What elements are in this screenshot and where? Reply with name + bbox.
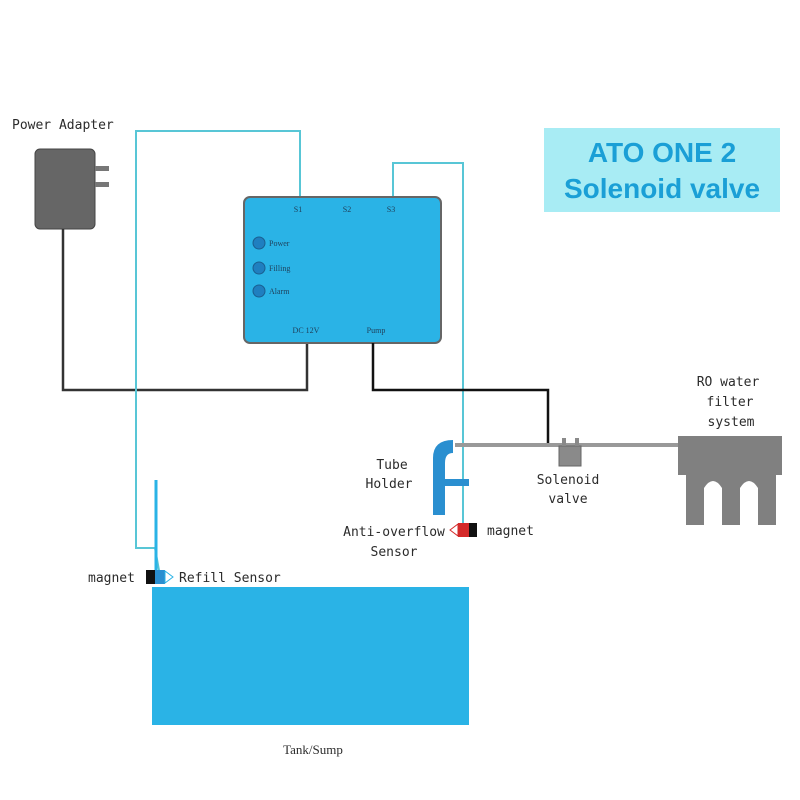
magnet-left-label: magnet [88, 571, 135, 586]
magnet-right [469, 523, 477, 537]
alarm-led [252, 284, 266, 298]
tank-label: Tank/Sump [283, 742, 343, 757]
power-adapter-label: Power Adapter [12, 118, 114, 133]
ro-label-2: filter [707, 395, 754, 410]
solenoid-valve [558, 438, 582, 467]
ato-controller [243, 196, 442, 344]
port-s2-label: S2 [343, 205, 351, 214]
filling-led [252, 261, 266, 275]
solenoid-label-2: valve [548, 492, 587, 507]
tank-sump [152, 587, 469, 725]
ro-label-1: RO water [697, 375, 760, 390]
alarm-led-label: Alarm [269, 287, 290, 296]
port-s3-label: S3 [387, 205, 395, 214]
refill-sensor-tip [164, 570, 174, 584]
power-led [252, 236, 266, 250]
overflow-sensor [458, 523, 469, 537]
anti-overflow-label-2: Sensor [371, 545, 418, 560]
solenoid-label-1: Solenoid [537, 473, 600, 488]
anti-overflow-label-1: Anti-overflow [343, 525, 445, 540]
tube-holder-label-1: Tube [376, 458, 407, 473]
port-s1-label: S1 [294, 205, 302, 214]
ro-filter-system [678, 436, 782, 525]
title-line1: ATO ONE 2 [588, 137, 736, 168]
magnet-right-label: magnet [487, 524, 534, 539]
power-led-label: Power [269, 239, 290, 248]
power-adapter [34, 148, 109, 230]
power-wire [61, 229, 309, 392]
tube-holder-clip [445, 479, 469, 486]
port-dc-label: DC 12V [293, 326, 320, 335]
title-banner [544, 128, 780, 212]
overflow-sensor-tip [449, 523, 459, 537]
refill-sensor [155, 570, 165, 584]
port-pump-label: Pump [367, 326, 386, 335]
title-line2: Solenoid valve [564, 173, 760, 204]
tube-holder-label-2: Holder [366, 477, 413, 492]
solenoid-wire [371, 343, 550, 445]
tube-holder [433, 440, 453, 515]
ro-label-3: system [708, 415, 755, 430]
filling-led-label: Filling [269, 264, 290, 273]
refill-sensor-label: Refill Sensor [179, 571, 281, 586]
magnet-left [146, 570, 155, 584]
